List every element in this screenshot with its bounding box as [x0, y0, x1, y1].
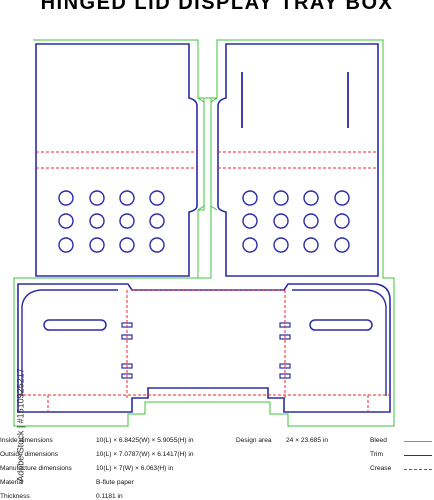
legend-crease-label: Crease	[370, 465, 392, 472]
side-id: Adobe Stock | #1510925217	[15, 368, 26, 482]
trim-left-panel	[35, 43, 198, 277]
hole-grid-left	[58, 190, 165, 253]
bleed-outline	[13, 39, 395, 427]
spec-inside-value: 10(L) × 6.8425(W) × 5.9055(H) in	[96, 437, 194, 444]
hole-grid-right	[242, 190, 350, 253]
spec-manufacture-label: Manufacture dimensions	[0, 465, 72, 472]
spec-outside-label: Outside dimensions	[0, 451, 58, 458]
tray-inner-right	[292, 289, 387, 396]
legend-bleed-line	[404, 441, 432, 442]
spec-thickness-value: 0.1181 in	[96, 493, 123, 500]
legend-crease-line	[404, 469, 432, 470]
bleed-side-left	[197, 97, 205, 211]
tray-inner-left	[21, 289, 118, 396]
hand-slot-right	[309, 319, 373, 331]
trim-bottom-tray	[17, 283, 391, 413]
bleed-side-right	[210, 97, 218, 211]
spec-material-label: Material	[0, 479, 24, 486]
legend-bleed-label: Bleed	[370, 437, 387, 444]
spec-outside-value: 10(L) × 7.0787(W) × 6.1417(H) in	[96, 451, 194, 458]
spec-thickness-label: Thickness	[0, 493, 30, 500]
spec-design-area-value: 24 × 23.685 in	[286, 437, 328, 444]
hand-slot-left	[43, 319, 107, 331]
spec-manufacture-value: 10(L) × 7(W) × 6.063(H) in	[96, 465, 174, 472]
trim-right-panel	[217, 43, 379, 277]
spec-design-area-label: Design area	[236, 437, 272, 444]
legend-trim-line	[404, 455, 432, 456]
legend-trim-label: Trim	[370, 451, 383, 458]
page-title: HINGED LID DISPLAY TRAY BOX	[40, 0, 394, 14]
spec-inside-label: Inside dimensions	[0, 437, 53, 444]
spec-material-value: B-flute paper	[96, 479, 134, 486]
